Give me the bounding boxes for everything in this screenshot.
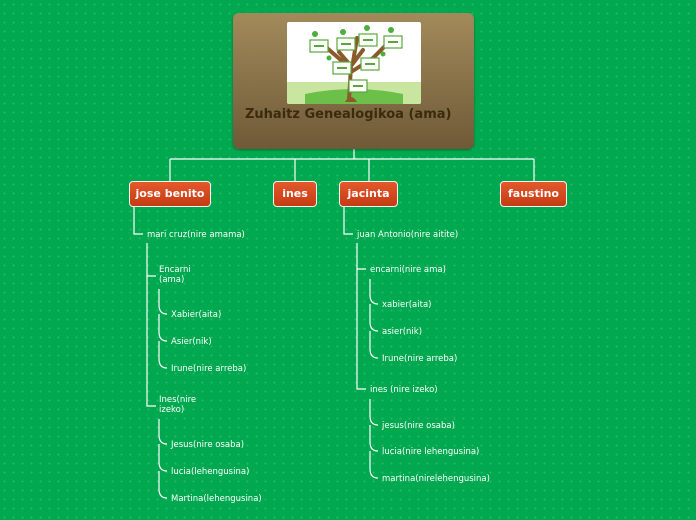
node-irune-r[interactable]: Irune(nire arreba) bbox=[382, 354, 457, 364]
node-lucia-r[interactable]: lucia(nire lehengusina) bbox=[382, 447, 479, 457]
node-encarni[interactable]: Encarni (ama) bbox=[159, 265, 191, 285]
node-jesus-r[interactable]: jesus(nire osaba) bbox=[382, 421, 455, 431]
node-ines-izeko-r[interactable]: ines (nire izeko) bbox=[370, 385, 438, 395]
node-xabier-r[interactable]: xabier(aita) bbox=[382, 300, 431, 310]
root-title: Zuhaitz Genealogikoa (ama) bbox=[245, 107, 465, 123]
node-ines-izeko-line2: izeko) bbox=[159, 405, 196, 415]
root-topic[interactable]: Zuhaitz Genealogikoa (ama) bbox=[233, 13, 474, 149]
node-ines-izeko-line1: Ines(nire bbox=[159, 395, 196, 405]
node-juan-antonio[interactable]: juan Antonio(nire aitite) bbox=[357, 230, 458, 240]
family-tree-icon bbox=[287, 22, 421, 104]
node-encarni-line1: Encarni bbox=[159, 265, 191, 275]
node-xabier[interactable]: Xabier(aita) bbox=[171, 310, 221, 320]
branch-ines[interactable]: ines bbox=[273, 181, 317, 207]
node-martina[interactable]: Martina(lehengusina) bbox=[171, 494, 262, 504]
node-mari-cruz[interactable]: mari cruz(nire amama) bbox=[147, 230, 245, 240]
branch-jose-benito[interactable]: jose benito bbox=[129, 181, 211, 207]
branch-jacinta[interactable]: jacinta bbox=[339, 181, 398, 207]
node-asier[interactable]: Asier(nik) bbox=[171, 337, 212, 347]
branch-faustino[interactable]: faustino bbox=[500, 181, 567, 207]
node-martina-r[interactable]: martina(nirelehengusina) bbox=[382, 474, 490, 484]
node-encarni-ama[interactable]: encarni(nire ama) bbox=[370, 265, 446, 275]
node-ines-izeko[interactable]: Ines(nire izeko) bbox=[159, 395, 196, 415]
node-encarni-line2: (ama) bbox=[159, 275, 191, 285]
node-irune[interactable]: Irune(nire arreba) bbox=[171, 364, 246, 374]
node-asier-r[interactable]: asier(nik) bbox=[382, 327, 422, 337]
node-jesus[interactable]: Jesus(nire osaba) bbox=[171, 440, 244, 450]
node-lucia[interactable]: lucia(lehengusina) bbox=[171, 467, 249, 477]
